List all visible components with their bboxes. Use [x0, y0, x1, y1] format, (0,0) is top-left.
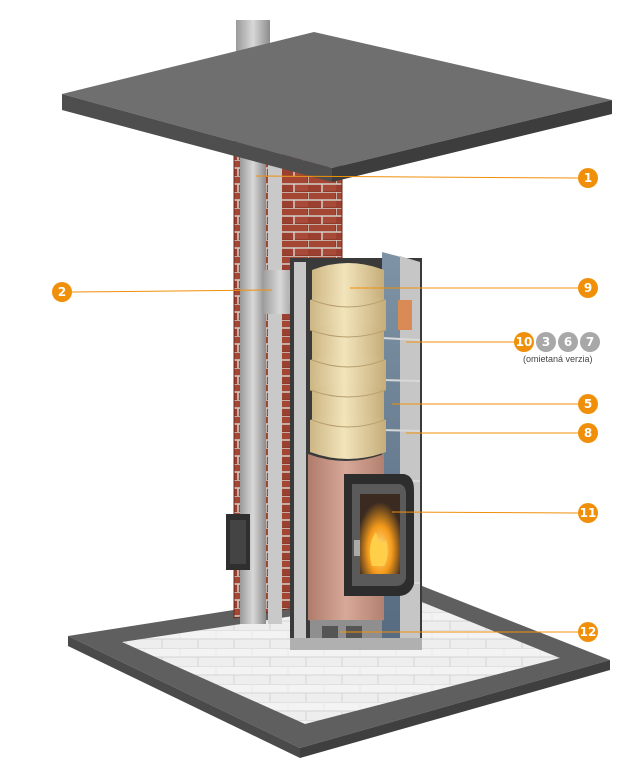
leader-line-1: [255, 175, 579, 179]
callout-5: 5: [578, 394, 598, 414]
flue-pipe: [226, 120, 288, 624]
leader-lines: [71, 175, 579, 633]
callout-6: 6: [558, 332, 578, 352]
callout-11: 11: [578, 503, 598, 523]
callout-7: 7: [580, 332, 600, 352]
callout-10: 10: [514, 332, 534, 352]
callout-3: 3: [536, 332, 556, 352]
fire-door: [344, 474, 414, 596]
ceramic-rings: [309, 263, 387, 459]
callout-8: 8: [578, 423, 598, 443]
callout-1: 1: [578, 168, 598, 188]
leader-line-2: [71, 289, 273, 293]
callout-9: 9: [578, 278, 598, 298]
ceiling-slab: [62, 32, 612, 182]
leader-line-11: [391, 511, 579, 514]
floor-slab: [68, 582, 610, 758]
plastered-version-note: (omietaná verzia): [523, 354, 593, 364]
callout-2: 2: [52, 282, 72, 302]
callout-12: 12: [578, 622, 598, 642]
